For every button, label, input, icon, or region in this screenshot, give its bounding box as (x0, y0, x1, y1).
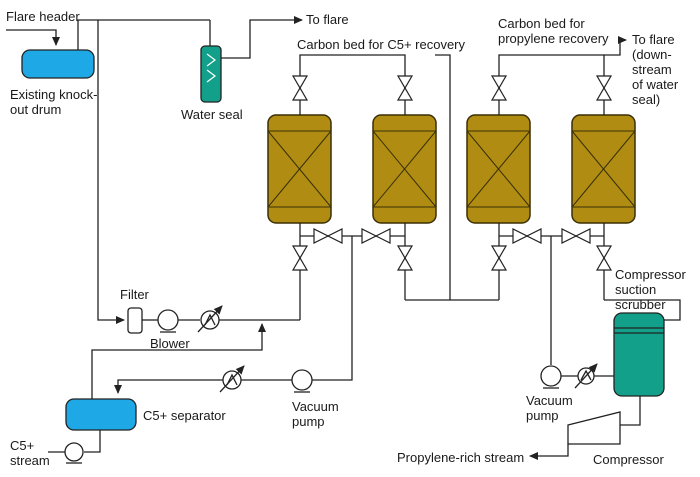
propylene-bed-2-top-valve (596, 75, 612, 101)
scrubber-to-compressor-line (620, 396, 641, 426)
to-flare-label-2-line-2: (down- (632, 47, 672, 62)
to-flare-label-2-line-1: To flare (632, 32, 675, 47)
carbon-bed-c5-2 (372, 114, 437, 224)
flare-header-line (6, 29, 60, 46)
vacuum-pump-2-label-line-2: pump (526, 408, 559, 423)
existing-drum-label-line-2: out drum (10, 102, 62, 117)
c5-vacuum-line (114, 236, 353, 394)
blower (157, 309, 179, 333)
c5-separator-label: C5+ separator (143, 408, 226, 423)
vacuum-pump-2 (540, 365, 562, 389)
cooler (197, 305, 223, 333)
c5-bed-1-top-valve (292, 75, 308, 101)
to-flare-label-2-line-3: stream (632, 62, 672, 77)
carbon-bed-propylene-label-line-2: propylene recovery (498, 31, 609, 46)
propylene-bed-1-top-valve (491, 75, 507, 101)
c5-stream-line (84, 430, 101, 453)
drum-outlet-line (77, 19, 98, 50)
c5-crossover-valve-2 (361, 228, 391, 244)
c5-bed-1-bottom-valve (292, 245, 308, 271)
flare-header-label: Flare header (6, 9, 80, 24)
vacuum-pump-1 (291, 369, 313, 393)
c5-bed-2-top-valve (397, 75, 413, 101)
propylene-feed-riser-line (435, 54, 451, 300)
c5-bed-top-manifold (299, 54, 406, 115)
separator-return-line (91, 323, 266, 400)
scrubber-label-line-2: suction (615, 282, 657, 297)
propylene-bed-top-manifold (498, 54, 605, 115)
compressor-label: Compressor (593, 452, 664, 467)
c5-stream-label-line-1: C5+ (10, 438, 35, 453)
to-flare-label-1: To flare (306, 12, 349, 27)
existing-drum-label-line-1: Existing knock- (10, 87, 98, 102)
propylene-crossover-valve-2 (561, 228, 591, 244)
carbon-bed-propylene-1 (466, 114, 531, 224)
to-flare-line-1 (221, 16, 303, 59)
propylene-rich-stream-label: Propylene-rich stream (397, 450, 525, 465)
propylene-crossover-valve-1 (512, 228, 542, 244)
carbon-bed-propylene-2 (571, 114, 636, 224)
propylene-bed-1-bottom-valve (491, 245, 507, 271)
compressor-suction-scrubber (613, 312, 665, 397)
vacuum-pump-2-label-line-1: Vacuum (526, 393, 573, 408)
filter-label: Filter (120, 287, 149, 302)
to-flare-label-2-line-5: seal) (632, 92, 661, 107)
blower-label: Blower (150, 336, 190, 351)
filter (127, 307, 143, 334)
compressor (567, 411, 621, 445)
header-to-filter-line (97, 20, 125, 324)
c5-separator (65, 398, 137, 431)
to-flare-label-2-line-4: of water (632, 77, 679, 92)
separator-cooler (219, 365, 245, 393)
vacuum-pump-1-label-line-1: Vacuum (292, 399, 339, 414)
vacuum-pump-1-label-line-2: pump (292, 414, 325, 429)
c5-stream-pump (64, 442, 84, 464)
c5-stream-label-line-2: stream (10, 453, 50, 468)
scrubber-label-line-3: scrubber (615, 297, 666, 312)
propylene-cooler (574, 363, 598, 389)
propylene-rich-stream-line (529, 444, 569, 460)
c5-crossover-valve-1 (313, 228, 343, 244)
carbon-bed-c5-label: Carbon bed for C5+ recovery (297, 37, 466, 52)
carbon-bed-propylene-label-line-1: Carbon bed for (498, 16, 585, 31)
propylene-bed-2-bottom-valve (596, 245, 612, 271)
water-seal (200, 45, 222, 103)
water-seal-label: Water seal (181, 107, 243, 122)
to-flare-line-2 (604, 36, 627, 56)
carbon-bed-c5-1 (267, 114, 332, 224)
scrubber-label-line-1: Compressor (615, 267, 686, 282)
propylene-outlet-to-scrubber-line (604, 299, 681, 321)
knockout-drum (21, 49, 95, 79)
c5-bed-2-bottom-valve (397, 245, 413, 271)
